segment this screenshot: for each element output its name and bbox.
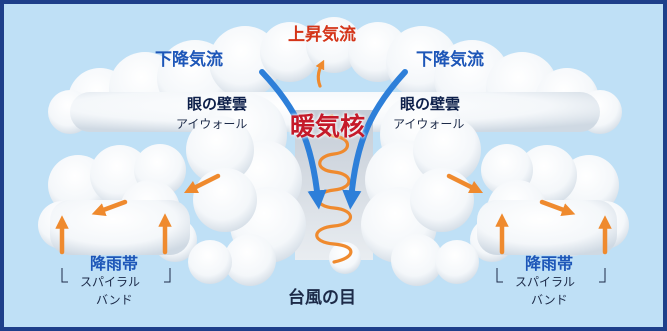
rainband-sublabel-right-1: スパイラル (515, 275, 576, 289)
typhoon-eye-label: 台風の目 (288, 288, 356, 308)
updraft-label: 上昇気流 (288, 25, 356, 45)
eyewall-cloud-left (186, 93, 306, 286)
rainband-brackets (61, 268, 606, 283)
downdraft-label-right: 下降気流 (416, 50, 484, 70)
downdraft-label-left: 下降気流 (155, 50, 223, 70)
rainband-sublabel-left-1: スパイラル (80, 275, 141, 289)
downdraft-arrow-icon (259, 69, 408, 210)
rainband-label-right: 降雨帯 (525, 254, 574, 273)
eyewall-sublabel-right: アイウォール (393, 117, 465, 131)
updraft-spiral-icon (315, 59, 353, 264)
base-cloud (188, 240, 479, 284)
eyewall-cloud-right (361, 93, 481, 286)
rain-updraft-arrow-icon (55, 213, 612, 255)
warm-core-label: 暖気核 (290, 112, 366, 141)
rainband-sublabel-left-2: バンド (96, 293, 133, 307)
rainband-label-left: 降雨帯 (90, 254, 139, 273)
eyewall-label-right: 眼の壁雲 (400, 95, 461, 113)
eyewall-label-left: 眼の壁雲 (187, 95, 248, 113)
rainband-cloud-right (470, 144, 629, 262)
rainband-sublabel-right-2: バンド (531, 293, 568, 307)
inflow-arrow-icon (91, 173, 576, 216)
eyewall-sublabel-left: アイウォール (176, 117, 248, 131)
